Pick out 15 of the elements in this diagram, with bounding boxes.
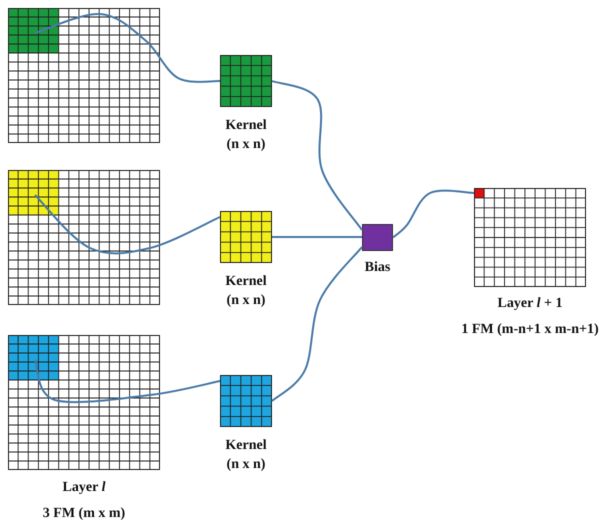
connector-curve: [34, 194, 220, 254]
layer-label: Layer l + 1: [498, 295, 562, 313]
bias-label: Bias: [364, 259, 390, 277]
layer-label: Layer l: [62, 480, 106, 496]
connector-curve: [34, 13, 220, 83]
connector-curve: [272, 236, 362, 238]
connector-curve: [392, 190, 474, 238]
layer-label: 1 FM (m-n+1 x m-n+1): [461, 321, 599, 339]
connector-curve: [34, 360, 220, 404]
layer-label: 3 FM (m x m): [42, 506, 126, 522]
connector-curve: [272, 80, 363, 231]
kernel-label: Kernel (n x n): [224, 117, 268, 154]
kernel-label: Kernel (n x n): [224, 437, 268, 474]
connector-curve: [271, 246, 363, 402]
kernel-label: Kernel (n x n): [224, 273, 268, 310]
